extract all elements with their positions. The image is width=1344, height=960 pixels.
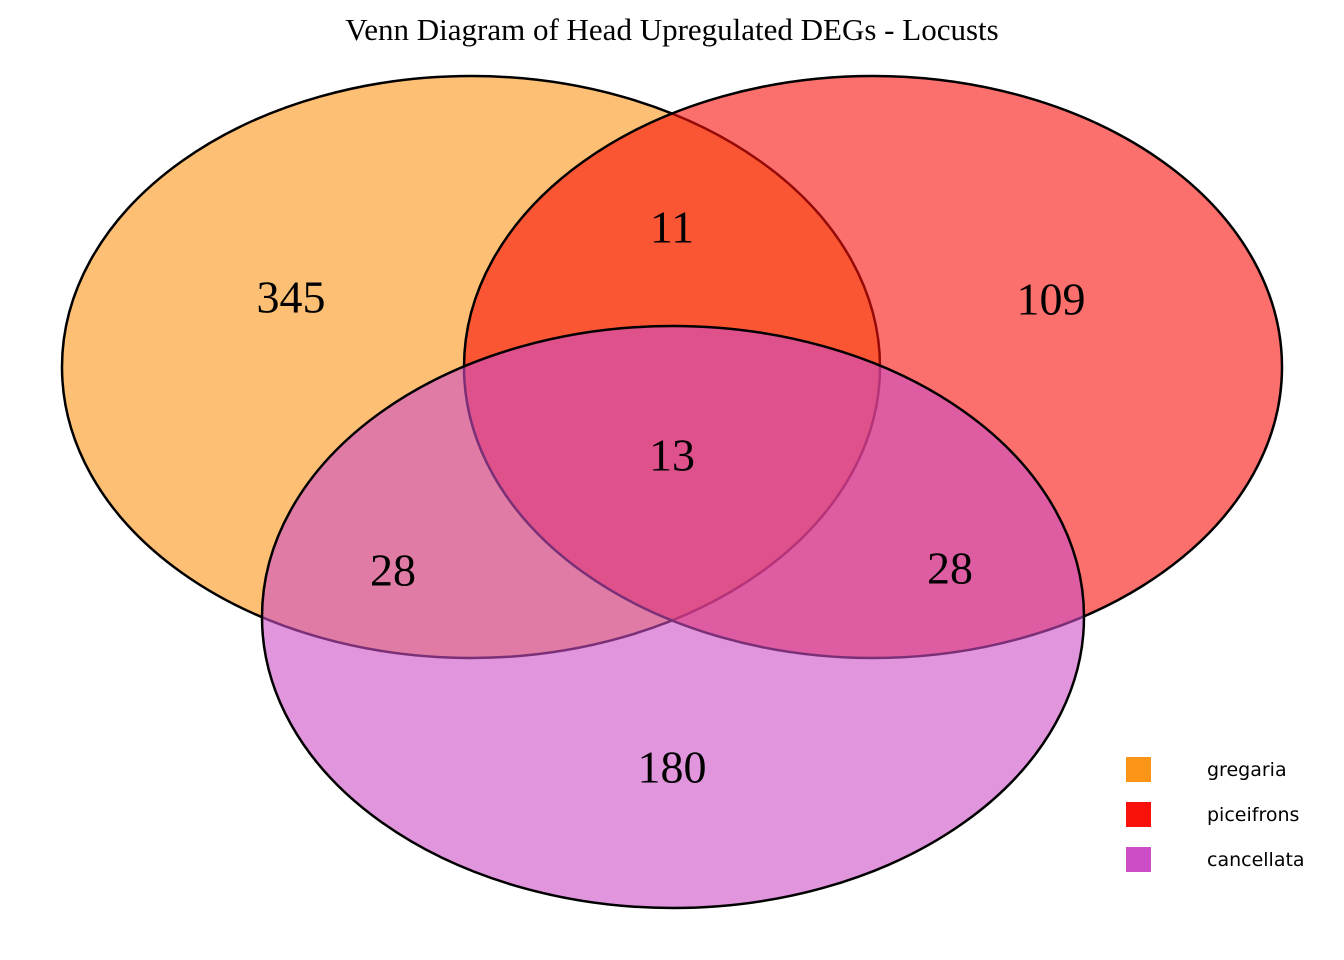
gregaria-swatch-icon bbox=[1126, 757, 1151, 782]
count-all-three: 13 bbox=[649, 430, 695, 481]
count-gregaria-cancellata: 28 bbox=[370, 545, 416, 596]
legend-label-piceifrons: piceifrons bbox=[1207, 803, 1300, 826]
count-piceifrons-cancellata: 28 bbox=[927, 543, 973, 594]
legend-label-gregaria: gregaria bbox=[1207, 758, 1287, 781]
legend: gregaria piceifrons cancellata bbox=[1126, 757, 1305, 872]
chart-title: Venn Diagram of Head Upregulated DEGs - … bbox=[345, 12, 999, 47]
count-gregaria-piceifrons: 11 bbox=[650, 202, 694, 253]
legend-item-gregaria: gregaria bbox=[1126, 757, 1305, 782]
legend-item-cancellata: cancellata bbox=[1126, 847, 1305, 872]
piceifrons-swatch-icon bbox=[1126, 802, 1151, 827]
count-cancellata-only: 180 bbox=[638, 742, 707, 793]
cancellata-ellipse bbox=[260, 324, 1086, 910]
legend-label-cancellata: cancellata bbox=[1207, 848, 1305, 871]
count-gregaria-only: 345 bbox=[257, 272, 326, 323]
cancellata-swatch-icon bbox=[1126, 847, 1151, 872]
legend-item-piceifrons: piceifrons bbox=[1126, 802, 1305, 827]
count-piceifrons-only: 109 bbox=[1017, 274, 1086, 325]
